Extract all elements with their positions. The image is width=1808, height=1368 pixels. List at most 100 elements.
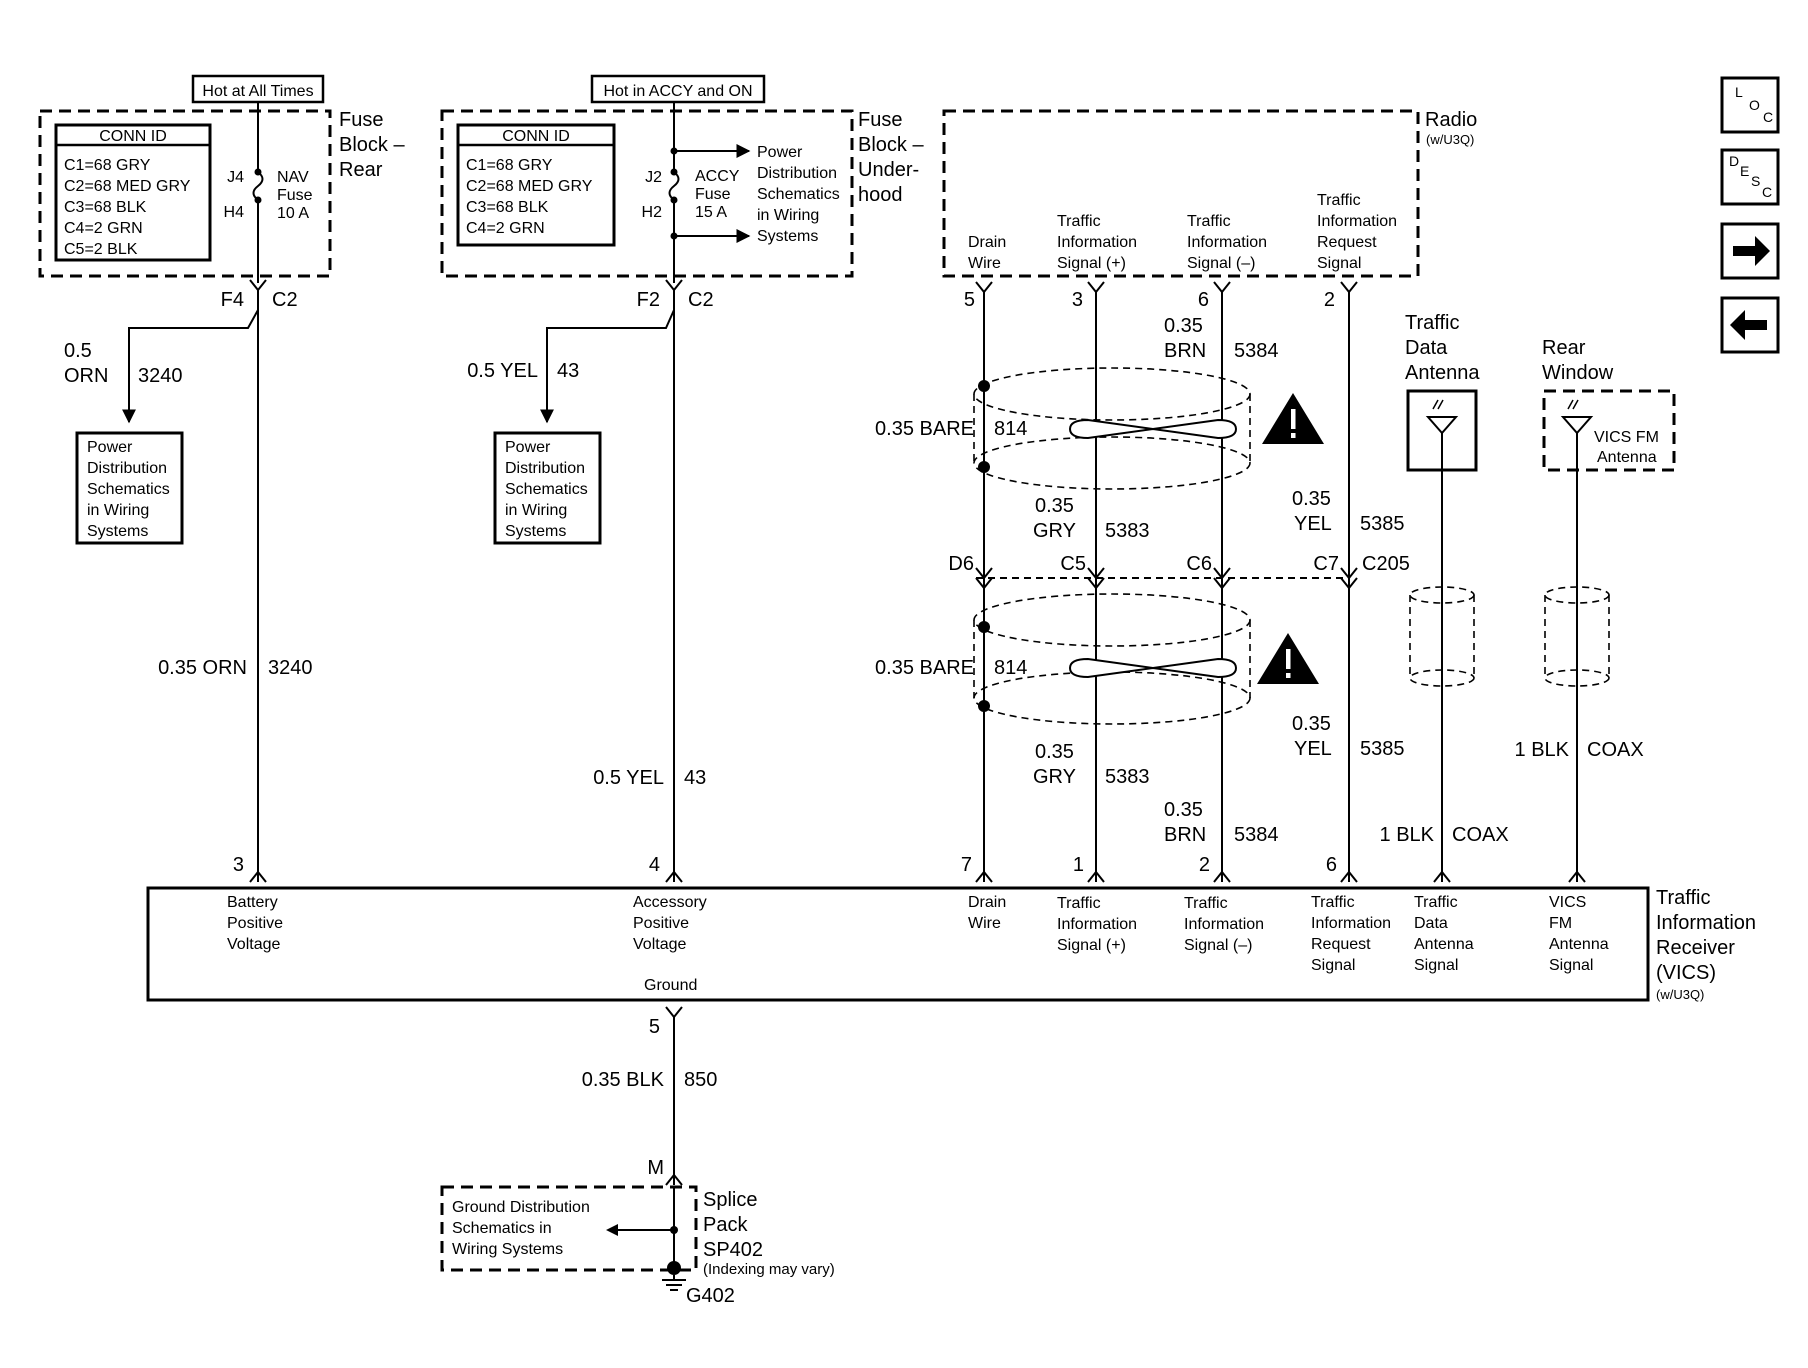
radio-pin: 5 — [964, 289, 975, 311]
vics-signal-label: Traffic — [1311, 894, 1355, 911]
fuse-rear-name: Fuse — [339, 109, 383, 131]
vics-signal-label: Positive — [227, 915, 283, 932]
vics-signal-label: Voltage — [227, 936, 280, 953]
vics-signal-label: Drain — [968, 894, 1006, 911]
wire-size: 0.35 — [1035, 495, 1074, 517]
fuse-underhood-name: Fuse — [858, 109, 902, 131]
vics-signal-label: Wire — [968, 915, 1001, 932]
circuit-number: 5383 — [1105, 520, 1150, 542]
ground-circuit: 5 0.35 BLK 850 M Ground Distribution Sch… — [440, 1006, 835, 1307]
connector-pin: F2 — [637, 289, 660, 311]
circuit-number: 3240 — [268, 657, 313, 679]
circuit-number: 5385 — [1360, 513, 1405, 535]
wire-size: 0.35 — [1164, 799, 1203, 821]
radio-signal-label: Traffic — [1187, 213, 1231, 230]
fuse-block-underhood: Hot in ACCY and ON CONN ID C1=68 GRY C2=… — [440, 74, 924, 883]
loc-letter: L — [1735, 84, 1743, 100]
vics-name: (VICS) — [1656, 962, 1716, 984]
antenna-icon — [1425, 399, 1459, 435]
vics-signal-label: Signal — [1549, 957, 1593, 974]
circuit-number: 5383 — [1105, 766, 1150, 788]
radio-pin: 6 — [1198, 289, 1209, 311]
desc-letter: E — [1740, 163, 1749, 179]
vics-signal-label: Information — [1311, 915, 1391, 932]
wire-color: BRN — [1164, 824, 1206, 846]
traffic-data-antenna: Traffic Data Antenna 1 BLK COAX — [1380, 312, 1509, 883]
vics-signal-label: Accessory — [633, 894, 707, 911]
pd-ref-text: Power — [505, 439, 551, 456]
wire-color: YEL — [1294, 513, 1332, 535]
vics-signal-label: Information — [1184, 916, 1264, 933]
next-button[interactable] — [1720, 222, 1780, 280]
fuse-underhood-name: Block – — [858, 134, 924, 156]
radio-signal-label: Wire — [968, 255, 1001, 272]
wire-size: 0.35 — [1292, 713, 1331, 735]
vics-signal-label: Antenna — [1549, 936, 1609, 953]
antenna-name: Antenna — [1597, 449, 1657, 466]
ground-name: G402 — [686, 1285, 735, 1307]
warning-icon — [1262, 393, 1324, 444]
pd-ref-text: Schematics — [505, 481, 588, 498]
warning-icon — [1257, 633, 1319, 684]
wire-label: 0.5 YEL — [467, 360, 538, 382]
rear-window-antenna: Rear Window VICS FM Antenna 1 BLK COAX — [1515, 337, 1676, 883]
circuit-number: 814 — [994, 657, 1027, 679]
vics-signal-label: VICS — [1549, 894, 1586, 911]
connector-pin: D6 — [948, 553, 974, 575]
connector-pin: C7 — [1313, 553, 1339, 575]
accy-fuse-label: Fuse — [695, 186, 731, 203]
loc-letter: O — [1749, 97, 1760, 113]
conn-id-line: C1=68 GRY — [64, 157, 151, 174]
desc-letter: D — [1729, 153, 1739, 169]
antenna-location: Rear — [1542, 337, 1586, 359]
connector-name: C205 — [1362, 553, 1410, 575]
splice-pin: M — [647, 1157, 664, 1179]
antenna-icon — [1560, 399, 1594, 435]
gd-ref-text: Schematics in — [452, 1220, 552, 1237]
pd-ref-text: in Wiring — [505, 502, 567, 519]
pd-ref-text: Distribution — [87, 460, 167, 477]
vics-signal-label: Positive — [633, 915, 689, 932]
vics-pin: 7 — [961, 854, 972, 876]
prev-button[interactable] — [1720, 296, 1780, 354]
gd-ref-text: Wiring Systems — [452, 1241, 563, 1258]
conn-id-line: C3=68 BLK — [466, 199, 549, 216]
pd-ref-text: Distribution — [505, 460, 585, 477]
fuse-underhood-name: Under- — [858, 159, 919, 181]
vics-ground-label: Ground — [644, 977, 697, 994]
ground-icon — [662, 1275, 686, 1291]
wire-color: GRY — [1033, 766, 1076, 788]
loc-button[interactable]: L O C — [1720, 76, 1780, 134]
conn-id-line: C3=68 BLK — [64, 199, 147, 216]
vics-pin: 5 — [649, 1016, 660, 1038]
gd-ref-text: Ground Distribution — [452, 1199, 590, 1216]
pd-ref-text: in Wiring — [757, 207, 819, 224]
desc-button[interactable]: D E S C — [1720, 148, 1780, 206]
pd-ref-text: Power — [757, 144, 803, 161]
circuit-number: COAX — [1587, 739, 1644, 761]
fuse-underhood-name: hood — [858, 184, 903, 206]
wire-color: YEL — [1294, 738, 1332, 760]
antenna-name: Antenna — [1405, 362, 1480, 384]
vics-signal-label: Request — [1311, 936, 1371, 953]
accy-fuse-label: ACCY — [695, 168, 740, 185]
vics-option: (w/U3Q) — [1656, 987, 1704, 1002]
vics-receiver: Traffic Information Receiver (VICS) (w/U… — [146, 886, 1756, 1002]
pd-ref-text: Systems — [87, 523, 148, 540]
pd-ref-text: in Wiring — [87, 502, 149, 519]
pd-ref-text: Systems — [505, 523, 566, 540]
antenna-name: Traffic — [1405, 312, 1459, 334]
connector-name: C2 — [272, 289, 298, 311]
vics-name: Traffic — [1656, 887, 1710, 909]
wire-color: GRY — [1033, 520, 1076, 542]
vics-signal-label: FM — [1549, 915, 1572, 932]
nav-fuse-label: 10 A — [277, 205, 309, 222]
fuse-pin-label: J4 — [227, 169, 244, 186]
desc-letter: C — [1762, 184, 1772, 200]
wire-label: 1 BLK — [1515, 739, 1570, 761]
wire-color: ORN — [64, 365, 108, 387]
vics-signal-label: Traffic — [1184, 895, 1228, 912]
radio-name: Radio — [1425, 109, 1477, 131]
circuit-number: 3240 — [138, 365, 183, 387]
